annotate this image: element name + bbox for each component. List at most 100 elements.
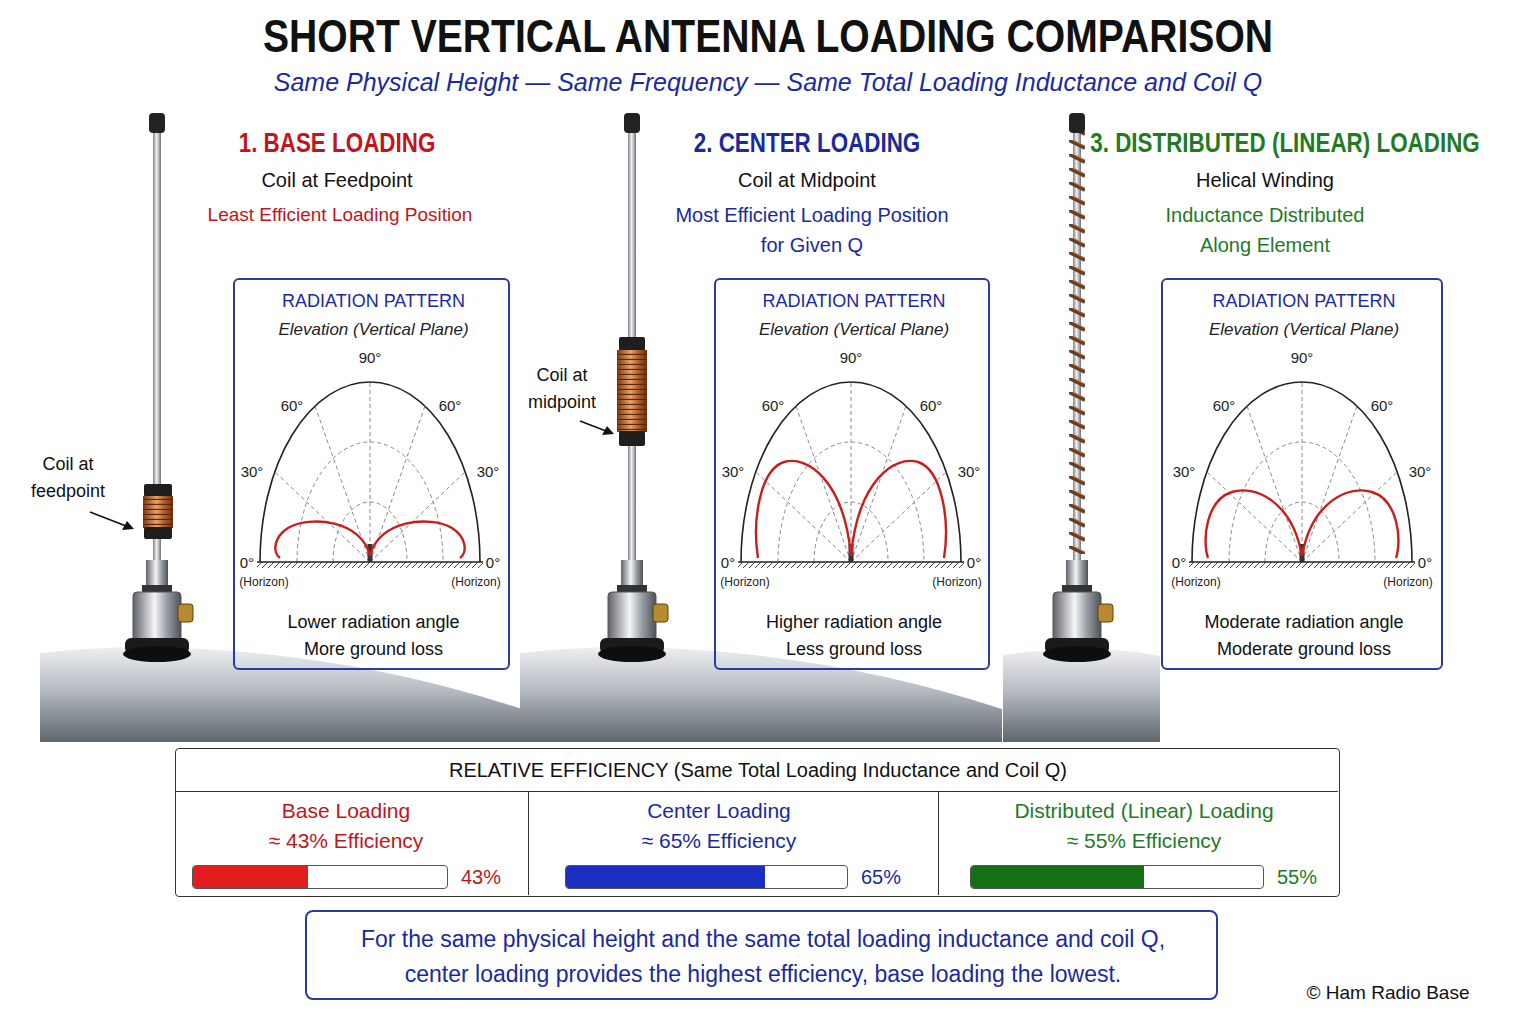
car-roof [520,646,1002,742]
coil-windings [617,350,647,432]
angle-label: 0° [1418,554,1432,572]
column-heading: 1. BASE LOADING [239,126,436,160]
coil-windings [143,496,173,528]
panel-heading: RADIATION PATTERN [762,291,945,313]
efficiency-cell: Base Loading ≈ 43% Efficiency 43% [176,791,528,895]
roof-highlight [520,646,1002,708]
bar-value: 65% [861,865,901,889]
angle-label: 30° [1409,463,1432,481]
column-heading: 2. CENTER LOADING [694,126,921,160]
car-roof [1003,649,1160,742]
cell-value: ≈ 43% Efficiency [269,828,424,853]
panel-heading: RADIATION PATTERN [282,291,465,313]
angle-label: 0° [486,554,500,572]
column-subheading: Coil at Midpoint [738,168,876,192]
angle-label: 60° [439,397,462,415]
efficiency-table: RELATIVE EFFICIENCY (Same Total Loading … [175,748,1340,897]
angle-label: 30° [958,463,981,481]
main-title: SHORT VERTICAL ANTENNA LOADING COMPARISO… [263,9,1273,64]
pattern-panel: RADIATION PATTERN Elevation (Vertical Pla… [714,278,990,670]
bar-value: 43% [461,865,501,889]
summary-text: For the same physical height and the sam… [353,922,1173,992]
efficiency-bar-fill [566,866,765,888]
efficiency-cell: Distributed (Linear) Loading ≈ 55% Effici… [938,791,1338,895]
panel-subheading: Elevation (Vertical Plane) [278,320,468,340]
angle-label: 90° [1291,349,1314,367]
radiation-lobe [1206,490,1399,558]
angle-label: 30° [722,463,745,481]
column-note: Inductance Distributed Along Element [1153,200,1378,260]
efficiency-bar [192,865,448,889]
whip-tip [624,113,640,133]
column-note: Least Efficient Loading Position [208,204,473,227]
column-subheading: Helical Winding [1196,168,1334,192]
angle-label: 60° [281,397,304,415]
panel-heading: RADIATION PATTERN [1212,291,1395,313]
roof-highlight [40,646,522,708]
horizon-label: (Horizon) [720,575,769,589]
bar-value: 55% [1277,865,1317,889]
angle-label: 0° [721,554,735,572]
whip-tip [1069,113,1085,133]
radiation-lobe [756,461,946,558]
horizon-label: (Horizon) [1171,575,1220,589]
whip-tip [149,113,165,133]
coil-cap [144,527,172,539]
subtitle: Same Physical Height — Same Frequency — … [274,67,1263,97]
cell-heading: Distributed (Linear) Loading [1014,798,1273,823]
coil-cap [619,431,645,446]
summary-box: For the same physical height and the sam… [305,910,1218,1000]
horizon-label: (Horizon) [932,575,981,589]
panel-note: Moderate radiation angle Moderate ground… [1197,609,1412,663]
radiation-lobe [275,521,464,558]
efficiency-bar-fill [193,866,308,888]
cell-heading: Center Loading [647,798,791,823]
angle-label: 30° [241,463,264,481]
horizon-label: (Horizon) [451,575,500,589]
horizon-label: (Horizon) [1383,575,1432,589]
horizon-label: (Horizon) [239,575,288,589]
table-heading: RELATIVE EFFICIENCY (Same Total Loading … [449,758,1067,782]
angle-label: 90° [359,349,382,367]
efficiency-bar-fill [971,866,1144,888]
angle-label: 30° [477,463,500,481]
leader-line [90,512,126,526]
coil-cap [144,484,172,497]
pattern-panel: RADIATION PATTERN Elevation (Vertical Pla… [1161,278,1443,670]
leader-arrowhead [122,521,134,530]
efficiency-bar [970,865,1264,889]
angle-label: 0° [240,554,254,572]
cell-value: ≈ 65% Efficiency [642,828,797,853]
leader-line [580,421,606,431]
leader-arrowhead [602,426,614,435]
panel-subheading: Elevation (Vertical Plane) [1209,320,1399,340]
panel-note: Higher radiation angle Less ground loss [757,609,952,663]
angle-label: 0° [1172,554,1186,572]
panel-note: Lower radiation angle More ground loss [276,609,471,663]
angle-label: 60° [762,397,785,415]
callout-label: Coil at feedpoint [22,451,114,505]
callout-label: Coil at midpoint [516,362,608,416]
efficiency-cell: Center Loading ≈ 65% Efficiency 65% [528,791,938,895]
efficiency-bar [565,865,848,889]
column-note: Most Efficient Loading Position for Give… [670,200,955,260]
coil-cap [619,337,645,351]
angle-label: 60° [1213,397,1236,415]
angle-label: 60° [920,397,943,415]
angle-label: 0° [967,554,981,572]
angle-label: 60° [1371,397,1394,415]
pattern-panel: RADIATION PATTERN Elevation (Vertical Pla… [233,278,510,670]
column-heading: 3. DISTRIBUTED (LINEAR) LOADING [1090,126,1480,160]
cell-heading: Base Loading [282,798,410,823]
watermark: © Ham Radio Base [1307,982,1470,1005]
loading-coil [617,350,647,432]
helical-winding [1069,126,1085,554]
angle-label: 30° [1173,463,1196,481]
car-roof [40,646,522,742]
cell-value: ≈ 55% Efficiency [1067,828,1222,853]
panel-subheading: Elevation (Vertical Plane) [759,320,949,340]
column-subheading: Coil at Feedpoint [261,168,412,192]
loading-coil [143,496,173,528]
angle-label: 90° [840,349,863,367]
